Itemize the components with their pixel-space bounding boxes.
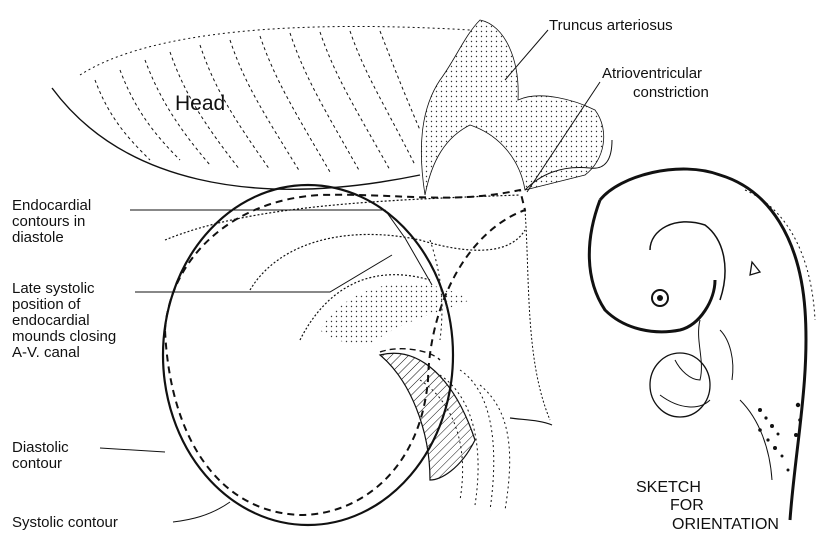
label-av-2: constriction [633,84,709,101]
label-late-3: endocardial [12,312,90,329]
orientation-sketch [589,169,815,520]
label-sketch-2: FOR [670,497,704,514]
label-endo-3: diastole [12,229,64,246]
label-diastolic-2: contour [12,455,62,472]
label-diastolic-1: Diastolic [12,439,69,456]
label-systolic: Systolic contour [12,514,118,531]
head-region [52,26,470,189]
labels: Head Truncus arteriosus Atrioventricular… [12,17,779,533]
label-late-5: A-V. canal [12,344,80,361]
label-late-2: position of [12,296,81,313]
heart-body [163,185,552,525]
leader-systolic [173,502,230,522]
label-endo-1: Endocardial [12,197,91,214]
leader-late-systolic [135,255,392,292]
label-late-1: Late systolic [12,280,95,297]
leader-diastolic [100,448,165,452]
label-av-1: Atrioventricular [602,65,702,82]
label-endo-2: contours in [12,213,85,230]
diastolic-contour-outline [163,185,453,525]
label-sketch-1: SKETCH [636,479,701,496]
label-truncus: Truncus arteriosus [549,17,673,34]
label-head: Head [175,92,225,115]
systolic-contour-outline [165,190,525,515]
leader-endocardial [130,210,432,285]
label-late-4: mounds closing [12,328,116,345]
label-sketch-3: ORIENTATION [672,516,779,533]
